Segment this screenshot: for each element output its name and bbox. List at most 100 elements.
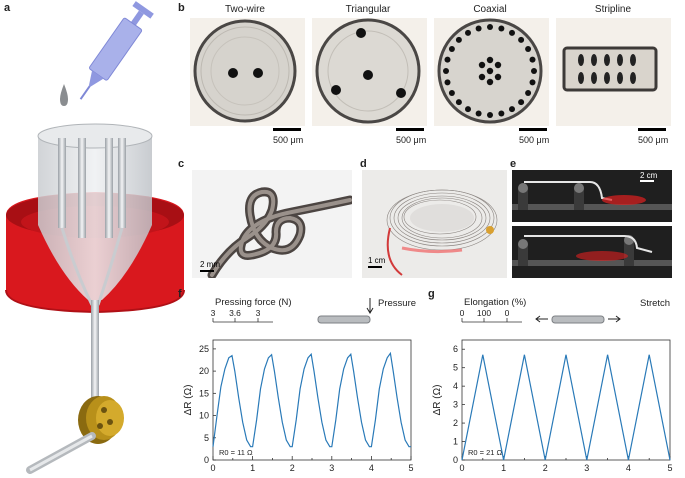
coax-shield-hole [448,46,455,52]
coax-shield-hole [525,90,532,96]
coax-shield-hole [509,106,515,113]
panel-label-d: d [360,158,367,170]
y-tick-label: 5 [453,363,458,373]
x-tick-label: 3 [329,463,334,473]
icon-label: Pressure [378,298,416,309]
panel-label-a: a [4,2,11,14]
stretch-setup-photo-top: 2 cm [512,170,672,222]
y-tick-label: 2 [453,418,458,428]
coax-shield-hole [444,79,451,86]
coax-shield-hole [529,56,536,63]
coax-shield-hole [509,29,515,36]
scale-label-triangular: 500 μm [396,135,427,145]
scale-bar-stripline [638,128,666,131]
top-tick-label: 3 [211,308,216,318]
y-tick-label: 1 [453,437,458,447]
chart-pressure: 0123450510152025CycleΔR (Ω)Pressing forc… [183,297,416,473]
coax-shield-hole [487,112,493,118]
resistance-curve [461,354,671,461]
panel-label-f: f [178,288,182,300]
scale-label-e: 2 cm [640,171,658,180]
fiber-icon [317,315,371,324]
stretch-arrow-icon [608,315,621,323]
chart-stretch: 0123450123456CycleΔR (Ω)Elongation (%)01… [432,297,673,473]
coax-shield-hole [529,79,536,86]
coax-shield-hole [444,56,451,63]
coax-shield-hole [465,106,471,113]
x-tick-label: 5 [667,463,672,473]
scale-label-two-wire: 500 μm [273,135,304,145]
scale-bar-two-wire [273,128,301,131]
x-tick-label: 4 [626,463,631,473]
y-tick-label: 0 [204,455,209,465]
fiber-drawing-illustration [5,1,185,474]
x-tick-label: 1 [501,463,506,473]
top-tick-label: 3 [256,308,261,318]
y-axis-label: ΔR (Ω) [183,385,194,416]
top-tick-label: 3.6 [229,308,241,318]
x-tick-label: 4 [369,463,374,473]
y-tick-label: 15 [199,388,209,398]
y-tick-label: 3 [453,400,458,410]
y-tick-label: 4 [453,381,458,391]
scale-label-d: 1 cm [368,256,386,265]
coax-shield-hole [455,99,462,106]
coax-shield-hole [525,46,532,52]
fiber-icon [551,315,605,324]
cross-section-two-wire [190,18,305,126]
y-tick-label: 6 [453,344,458,354]
knotted-fiber-photo: 2 mm [192,170,352,278]
coax-shield-hole [465,29,471,36]
r0-annotation: R0 = 11 Ω [219,448,253,457]
coax-shield-hole [518,36,525,43]
top-tick-label: 0 [460,308,465,318]
r0-annotation: R0 = 21 Ω [468,448,503,457]
y-tick-label: 0 [453,455,458,465]
x-tick-label: 5 [408,463,413,473]
x-tick-label: 2 [543,463,548,473]
x-tick-label: 0 [459,463,464,473]
stretch-setup-photo-bottom [512,226,672,278]
top-axis-label: Pressing force (N) [215,297,292,308]
y-tick-label: 5 [204,433,209,443]
panel-label-b: b [178,2,185,14]
syringe-icon [79,1,154,100]
stretch-arrow-icon [535,315,548,323]
icon-label: Stretch [640,298,670,309]
panel-label-g: g [428,288,435,300]
scale-label-c: 2 mm [200,260,220,269]
title-stripline: Stripline [594,4,632,15]
scale-label-stripline: 500 μm [638,135,669,145]
top-tick-label: 100 [477,308,491,318]
title-triangular: Triangular [345,4,391,15]
pressure-arrow-icon [366,298,374,314]
title-two-wire: Two-wire [224,4,265,15]
x-tick-label: 2 [290,463,295,473]
droplet-icon [60,84,68,106]
panel-label-c: c [178,158,185,170]
coiled-fiber-photo: 1 cm [362,170,507,278]
coax-shield-hole [475,25,482,32]
scale-bar-coaxial [519,128,547,131]
top-tick-label: 0 [505,308,510,318]
coax-shield-hole [443,68,449,74]
coax-shield-hole [475,110,482,117]
cross-section-stripline [556,18,671,126]
coax-shield-hole [518,99,525,106]
coax-shield-hole [498,110,505,117]
cross-section-coaxial [434,18,549,126]
panel-label-e: e [510,158,517,170]
scale-bar-triangular [396,128,424,131]
x-tick-label: 1 [250,463,255,473]
coax-shield-hole [455,36,462,43]
scale-label-coaxial: 500 μm [519,135,550,145]
y-tick-label: 25 [199,344,209,354]
spool-icon [78,396,124,444]
y-tick-label: 20 [199,366,209,376]
y-tick-label: 10 [199,411,209,421]
title-coaxial: Coaxial [473,4,507,15]
plot-frame [461,339,671,461]
resistance-curve [212,351,411,448]
coax-shield-hole [498,25,505,32]
x-tick-label: 3 [584,463,589,473]
